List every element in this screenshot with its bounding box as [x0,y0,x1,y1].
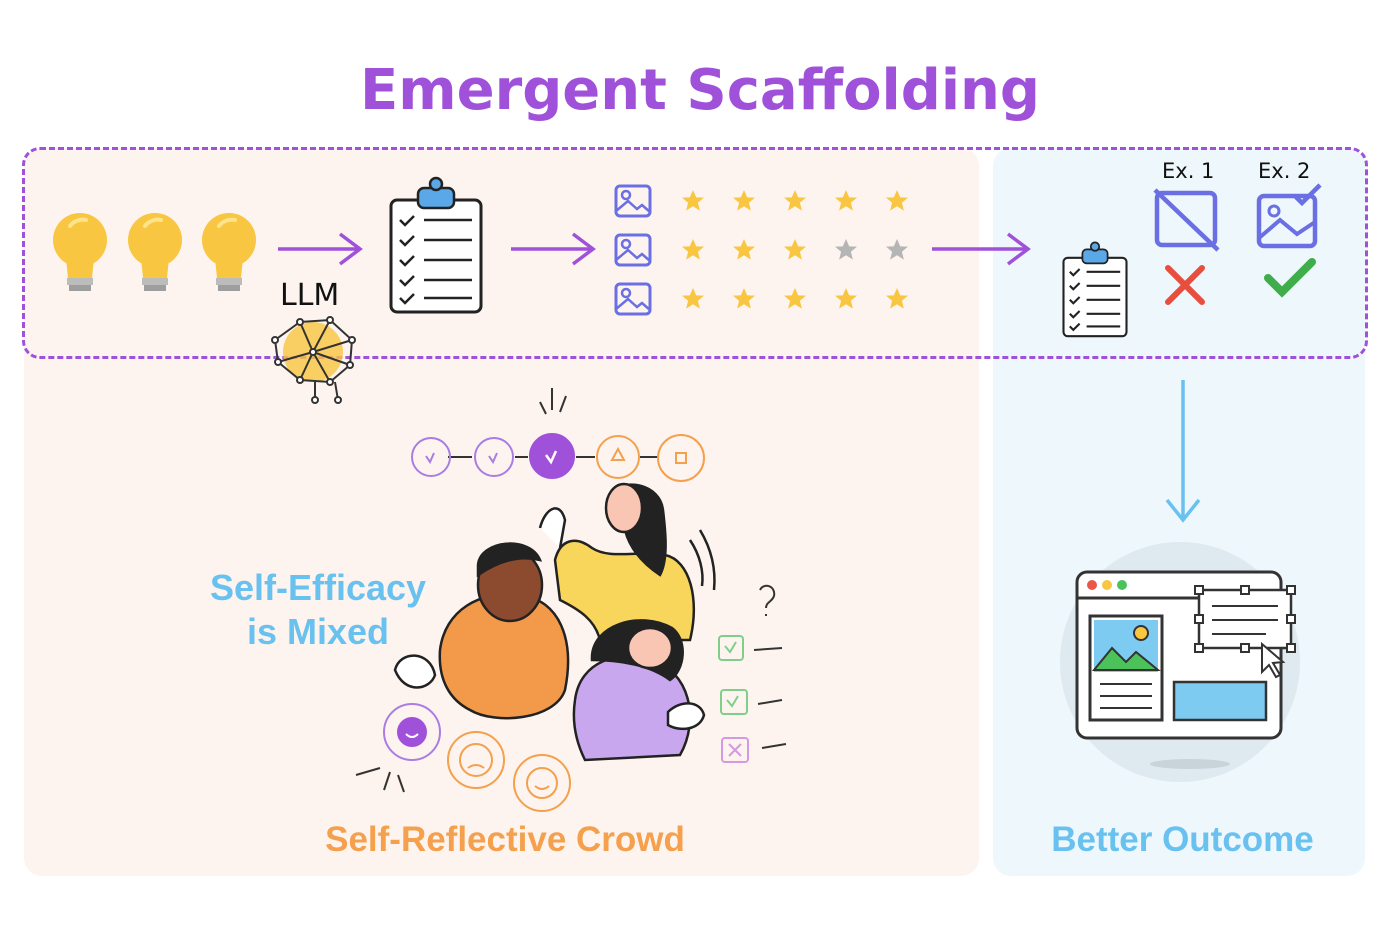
example-1-label: Ex. 1 [1162,159,1215,183]
crowd-label: Self-Reflective Crowd [325,820,685,859]
star-icon [886,239,908,260]
arrow-icon [278,232,363,266]
self-efficacy-label: Self-Efficacy is Mixed [188,566,448,654]
star-icon [835,190,857,211]
star-icon [682,190,704,211]
cross-icon [1165,265,1205,305]
star-icon [733,288,755,309]
star-icon [682,288,704,309]
crowd-illustration [393,482,716,762]
outcome-label: Better Outcome [1051,820,1314,859]
star-icon [682,239,704,260]
star-icon [733,239,755,260]
rejected-image-icon [1153,188,1220,252]
star-icon [886,288,908,309]
star-icon [733,190,755,211]
star-icon [886,190,908,211]
arrow-icon [511,232,596,266]
checklist-clipboard-icon [1062,241,1128,338]
lightbulb-icon [126,211,184,293]
star-icon [784,288,806,309]
image-icon [614,282,652,316]
image-icon [614,184,652,218]
star-icon [784,239,806,260]
crowd-panel [24,148,979,876]
emotion-faces [355,703,571,812]
star-icon [835,239,857,260]
arrow-icon [932,232,1031,266]
checklist-clipboard-icon [389,176,483,314]
lightbulb-icon [51,211,109,293]
star-icon [784,190,806,211]
lightbulb-icon [200,211,258,293]
star-icon [835,288,857,309]
example-2-label: Ex. 2 [1258,159,1311,183]
approved-image-icon [1256,183,1322,249]
scaffolding-pipeline-box [22,147,1368,359]
diagram-title: Emergent Scaffolding [360,58,1040,123]
progress-steps [411,388,705,482]
feedback-checkboxes [718,584,787,763]
image-icon [614,233,652,267]
self-efficacy-line2: is Mixed [246,611,390,652]
self-efficacy-line1: Self-Efficacy [209,567,427,608]
neural-network-icon [271,316,356,404]
down-arrow-icon [1165,380,1201,523]
star-ratings [682,190,908,309]
llm-label: LLM [280,278,340,313]
check-icon [1264,258,1316,298]
editor-window-illustration [1060,542,1300,782]
